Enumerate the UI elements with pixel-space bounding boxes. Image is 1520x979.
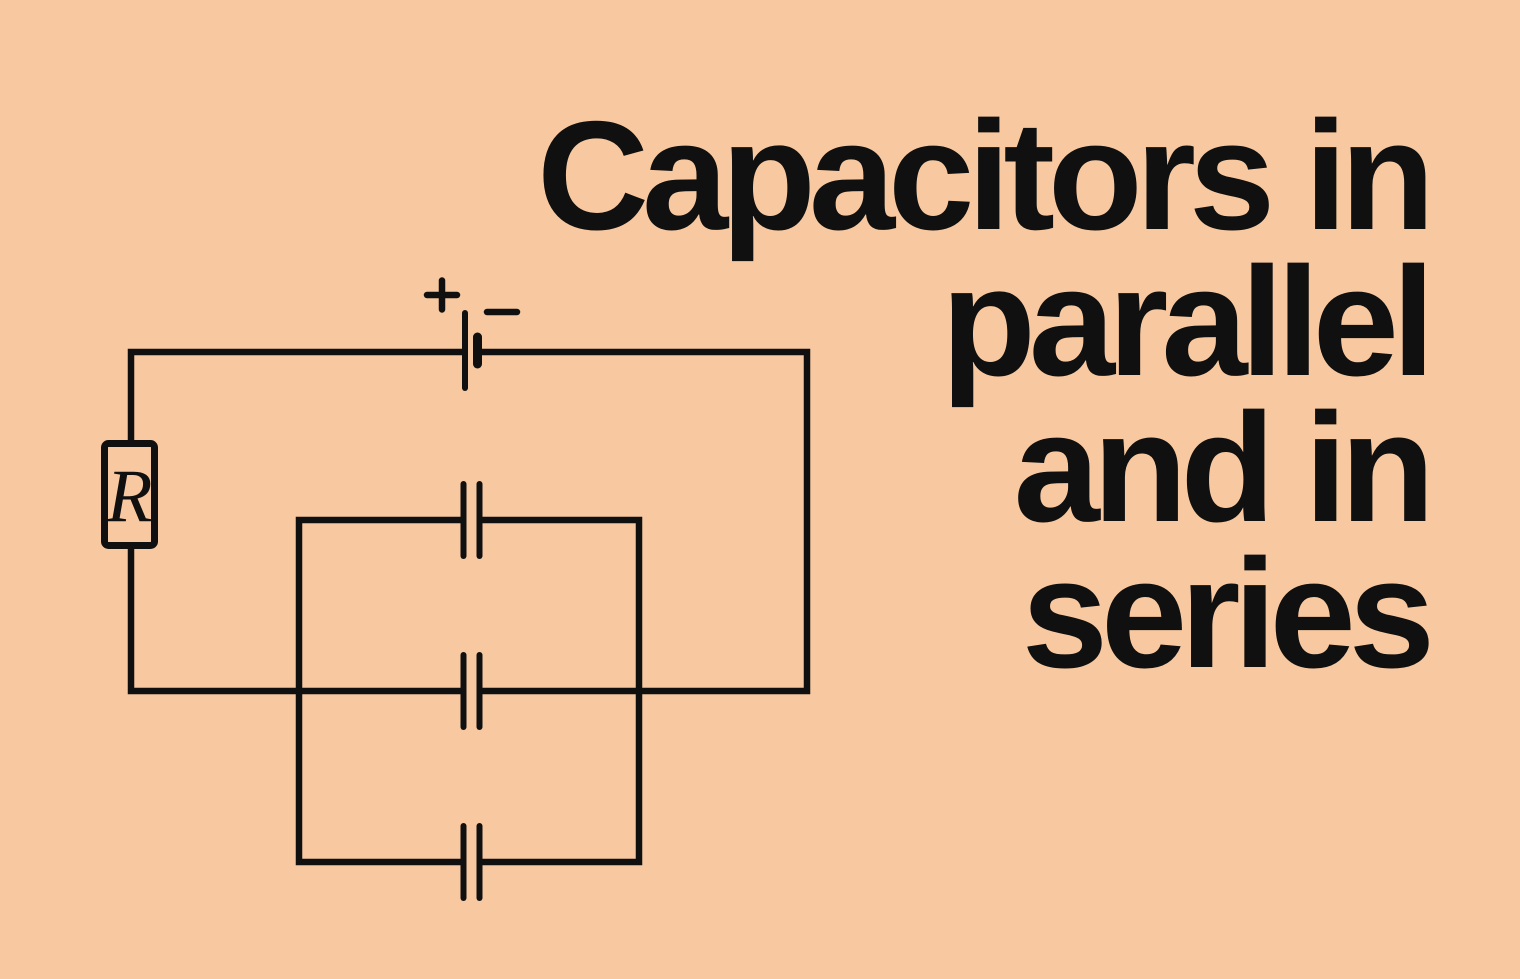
wire-inner-right-branch (482, 516, 643, 866)
plus-icon (423, 277, 461, 313)
title-line-1: Capacitors in (537, 89, 1435, 262)
title-line-4: series (1021, 527, 1435, 700)
wire-bottom-left (127, 546, 461, 695)
circuit-wires (127, 348, 811, 866)
capacitor-2-icon (460, 652, 483, 730)
wire-top-right-and-right-side (481, 348, 811, 695)
resistor-label: R (106, 455, 153, 538)
page-title: Capacitors in parallel and in series (537, 89, 1435, 700)
resistor-body (101, 440, 158, 549)
title-line-2: parallel (941, 235, 1435, 408)
capacitor-1-icon (460, 481, 483, 559)
wire-inner-left-branch (295, 516, 461, 866)
capacitor-3-icon (460, 823, 483, 901)
battery-symbol: + − (423, 277, 521, 391)
title-line-3: and in (1013, 381, 1435, 554)
resistor-symbol: R (101, 440, 158, 549)
wire-top-left (127, 348, 462, 444)
